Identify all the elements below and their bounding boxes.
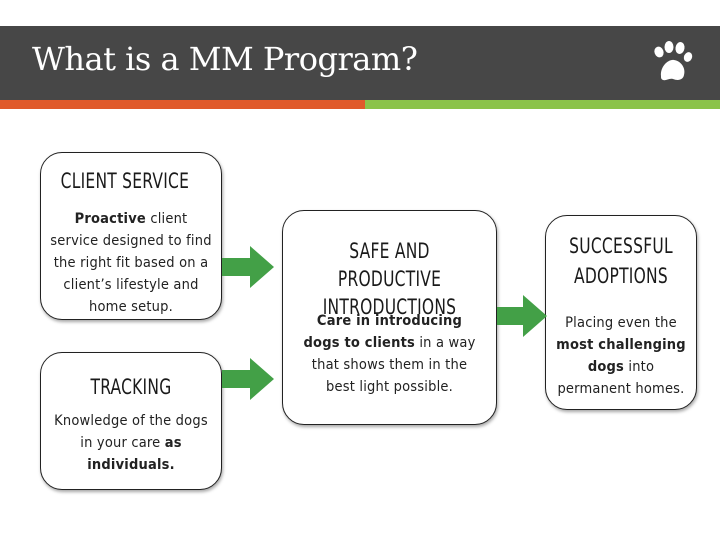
adoptions-title: SUCCESSFUL ADOPTIONS <box>569 234 673 288</box>
paw-print-icon <box>654 41 693 81</box>
adoptions-text: Placing even the most challenging dogs i… <box>556 315 686 397</box>
client-service-box: CLIENT SERVICE Proactive client service … <box>40 152 222 320</box>
accent-bar-orange <box>0 100 365 109</box>
introductions-text: Care in introducing dogs to clients in a… <box>303 313 476 395</box>
arrow-right-icon <box>497 295 547 337</box>
slide-title: What is a MM Program? <box>32 40 418 78</box>
tracking-text: Knowledge of the dogs in your care as in… <box>54 413 208 473</box>
arrow-right-icon <box>222 358 274 400</box>
arrow-right-icon <box>222 246 274 288</box>
introductions-title: SAFE AND PRODUCTIVE INTRODUCTIONS <box>322 239 457 319</box>
tracking-box: TRACKING Knowledge of the dogs in your c… <box>40 352 222 490</box>
header-bar <box>0 26 720 100</box>
tracking-title: TRACKING <box>90 375 172 399</box>
accent-bar-green <box>365 100 720 109</box>
introductions-box: SAFE AND PRODUCTIVE INTRODUCTIONS Care i… <box>282 210 497 425</box>
adoptions-box: SUCCESSFUL ADOPTIONS Placing even the mo… <box>545 215 697 410</box>
client-service-title: CLIENT SERVICE <box>60 169 190 193</box>
client-service-text: Proactive client service designed to fin… <box>50 211 212 315</box>
